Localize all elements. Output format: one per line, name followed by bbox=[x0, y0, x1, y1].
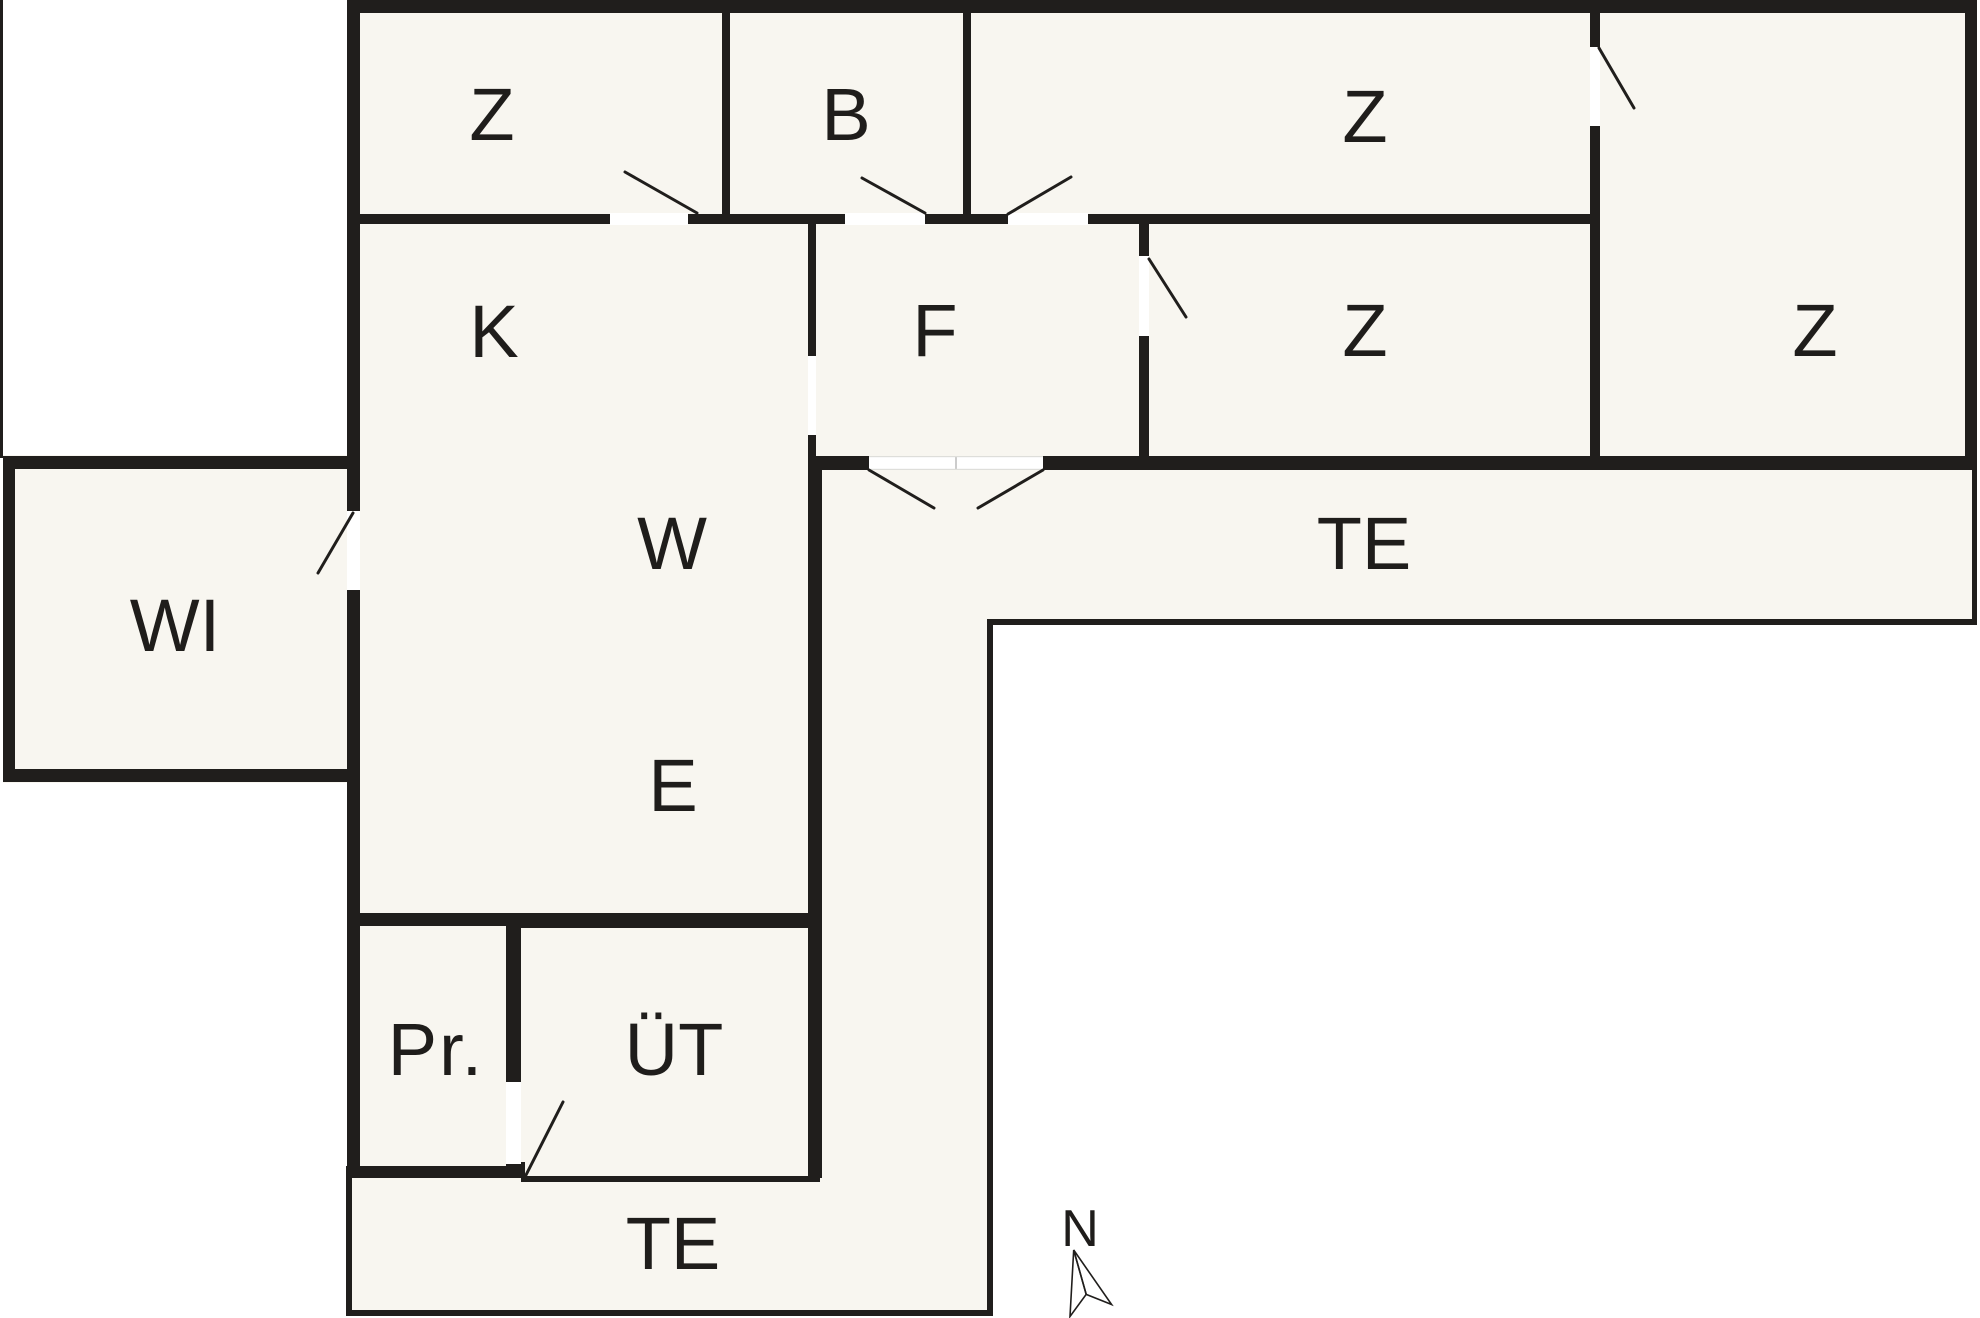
svg-text:WI: WI bbox=[130, 584, 220, 667]
svg-text:B: B bbox=[821, 73, 870, 156]
svg-text:ÜT: ÜT bbox=[625, 1008, 724, 1091]
svg-text:N: N bbox=[1061, 1200, 1099, 1258]
svg-text:F: F bbox=[912, 289, 957, 372]
svg-text:Z: Z bbox=[1792, 289, 1837, 372]
svg-text:TE: TE bbox=[626, 1202, 721, 1285]
svg-text:W: W bbox=[637, 502, 707, 585]
svg-text:TE: TE bbox=[1317, 502, 1412, 585]
svg-text:Z: Z bbox=[469, 73, 514, 156]
svg-text:Z: Z bbox=[1342, 75, 1387, 158]
svg-text:E: E bbox=[648, 744, 697, 827]
svg-text:Pr.: Pr. bbox=[388, 1008, 484, 1091]
svg-text:Z: Z bbox=[1342, 289, 1387, 372]
svg-text:K: K bbox=[469, 290, 518, 373]
